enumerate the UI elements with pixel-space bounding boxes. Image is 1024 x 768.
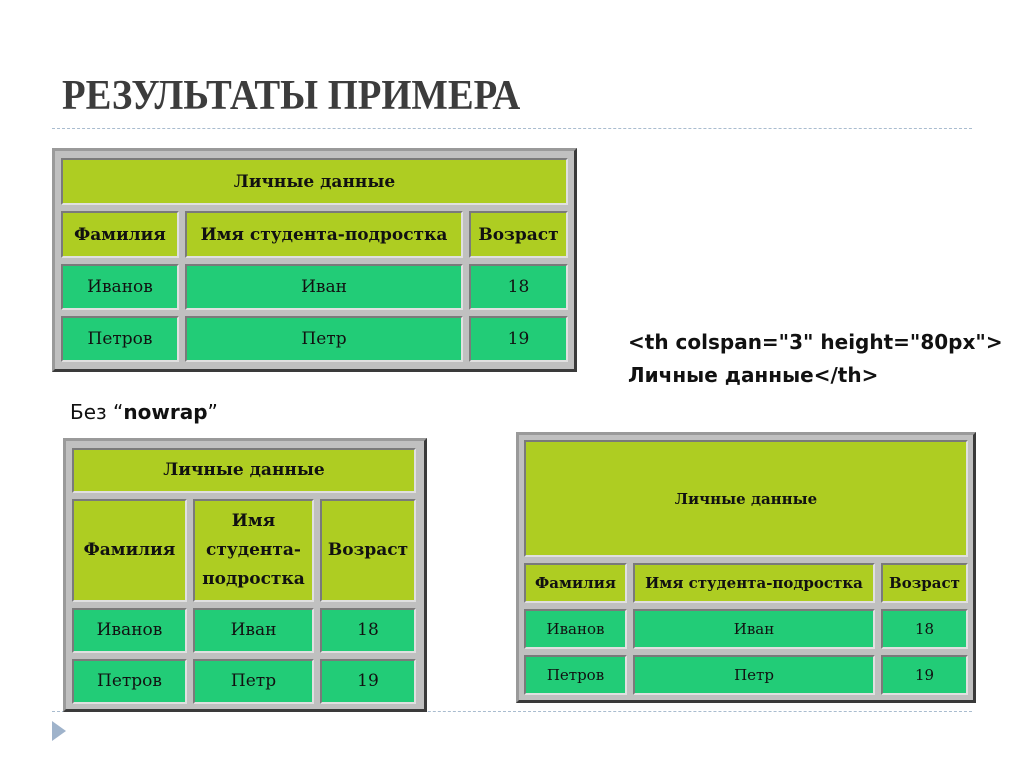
slide-title: РЕЗУЛЬТАТЫ ПРИМЕРА xyxy=(62,73,521,119)
bottom-divider xyxy=(52,711,972,712)
column-header: Имя студента-подростка xyxy=(185,211,463,258)
table-cell: Иван xyxy=(185,264,463,310)
table-cell: Иванов xyxy=(524,609,627,649)
column-header: Фамилия xyxy=(72,499,187,602)
note-prefix: Без “ xyxy=(70,400,124,424)
table-cell: Петр xyxy=(193,659,314,704)
table-cell: 19 xyxy=(320,659,416,704)
table-cell: 18 xyxy=(469,264,568,310)
nowrap-note: Без “nowrap” xyxy=(70,400,218,424)
note-keyword: nowrap xyxy=(123,400,208,424)
table-cell: 19 xyxy=(469,316,568,362)
table-cell: Петров xyxy=(61,316,179,362)
table-cell: 19 xyxy=(881,655,968,695)
column-header: Возраст xyxy=(469,211,568,258)
column-header: Имя студента-подростка xyxy=(193,499,314,602)
note-suffix: ” xyxy=(207,400,218,424)
top-divider xyxy=(52,128,972,129)
table-caption: Личные данные xyxy=(61,158,568,205)
column-header: Возраст xyxy=(320,499,416,602)
code-snippet: <th colspan="3" height="80px"> Личные да… xyxy=(628,330,1003,387)
table-cell: Петров xyxy=(524,655,627,695)
column-header: Фамилия xyxy=(61,211,179,258)
table-cell: Иванов xyxy=(72,608,187,653)
table-cell: Иван xyxy=(633,609,875,649)
table-caption: Личные данные xyxy=(72,448,416,493)
table-cell: Петр xyxy=(185,316,463,362)
next-slide-arrow-icon[interactable] xyxy=(52,721,66,741)
table-cell: Петров xyxy=(72,659,187,704)
table-cell: 18 xyxy=(881,609,968,649)
column-header: Возраст xyxy=(881,563,968,603)
table-cell: Иванов xyxy=(61,264,179,310)
column-header: Имя студента-подростка xyxy=(633,563,875,603)
column-header: Фамилия xyxy=(524,563,627,603)
table-cell: Петр xyxy=(633,655,875,695)
table-cell: Иван xyxy=(193,608,314,653)
table-caption: Личные данные xyxy=(524,440,968,557)
table-cell: 18 xyxy=(320,608,416,653)
